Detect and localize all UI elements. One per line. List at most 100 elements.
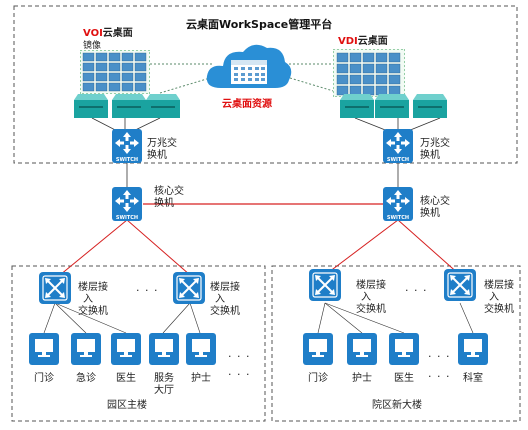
desktop-thumbnail [134,62,147,72]
floor3-l3: 交换机 [356,304,386,315]
floor2-l1: 楼层接 [210,282,240,293]
desktop-thumbnail [108,52,121,62]
desktop-thumbnail [108,72,121,82]
desktop-thumbnail [349,63,362,74]
floor4-l2: 入 [489,292,499,303]
teng-label-l1: 万兆交 [147,138,177,149]
terminal-device: 护士 [186,333,218,385]
terminal-device: 护士 [347,333,379,385]
floor-switch-label-3: 楼层接 入 交换机 [356,280,386,316]
voi-line2: 镜像 [83,41,102,51]
core-label-l2: 换机 [154,198,174,209]
desktop-thumbnail [134,82,147,92]
core-switch-label-right: 核心交 换机 [420,196,450,220]
ellipsis-floor-right: · · · [405,284,428,297]
ellipsis-floor-left: · · · [136,284,159,297]
desktop-computer-icon [389,333,419,365]
core-label-r1: 核心交 [420,196,450,207]
terminal-device: 科室 [458,333,490,385]
desktop-thumbnail [336,52,349,63]
desktop-thumbnail [134,52,147,62]
desktop-thumbnail [375,74,388,85]
server-icon [146,94,180,118]
desktop-thumbnail [121,62,134,72]
teng-label-r2: 换机 [420,150,440,161]
floor-switch-icon [173,272,205,304]
teng-switch-left-icon: SWITCH [112,129,142,163]
left-building-border [11,265,266,422]
cloud-resource-label: 云桌面资源 [222,99,272,110]
terminal-label: 护士 [191,373,211,384]
terminal-label: 护士 [352,373,372,384]
vdi-prefix: VDI [338,36,358,47]
floor3-l1: 楼层接 [356,280,386,291]
desktop-thumbnail [336,85,349,96]
terminal-device: 门诊 [29,333,61,385]
teng-label-r1: 万兆交 [420,138,450,149]
teng-switch-label-right: 万兆交 换机 [420,138,450,162]
desktop-thumbnail [388,63,401,74]
floor2-l2: 入 [215,294,225,305]
desktop-thumbnail [134,72,147,82]
right-building-border [271,265,521,422]
left-building-name: 园区主楼 [107,400,147,411]
terminal-device: 急诊 [71,333,103,385]
desktop-thumbnail [95,82,108,92]
ellipsis-term-left-1: · · · [228,350,251,363]
teng-label-l2: 换机 [147,150,167,161]
floor-switch-icon [309,269,341,301]
terminal-label: 服务 大厅 [154,373,174,396]
vdi-label: VDI云桌面 [338,36,388,48]
server-icon [112,94,146,118]
voi-suffix: 云桌面 [102,28,133,39]
desktop-computer-icon [458,333,488,365]
terminal-label: 医生 [394,373,414,384]
desktop-computer-icon [347,333,377,365]
right-building-name: 院区新大楼 [372,400,422,411]
desktop-thumbnail [121,82,134,92]
floor-switch-label-1: 楼层接 入 交换机 [78,282,108,318]
desktop-computer-icon [303,333,333,365]
svg-text:SWITCH: SWITCH [116,215,138,221]
terminal-label: 科室 [463,373,483,384]
core-label-l1: 核心交 [154,186,184,197]
terminal-device: 医生 [111,333,143,385]
floor2-l3: 交换机 [210,306,240,317]
server-icon [74,94,108,118]
desktop-thumbnail [82,62,95,72]
vdi-suffix: 云桌面 [357,36,388,47]
terminal-device: 门诊 [303,333,335,385]
desktop-thumbnail [349,52,362,63]
desktop-thumbnail [95,72,108,82]
floor4-l1: 楼层接 [484,280,514,291]
floor4-l3: 交换机 [484,304,514,315]
desktop-thumbnail [95,52,108,62]
vdi-desktop-grid-icon [333,49,405,97]
desktop-thumbnail [108,82,121,92]
desktop-thumbnail [336,63,349,74]
floor-switch-icon [444,269,476,301]
desktop-computer-icon [71,333,101,365]
cloud-zone-border [13,5,518,164]
core-switch-label-left: 核心交 换机 [154,186,184,210]
desktop-thumbnail [121,72,134,82]
desktop-computer-icon [149,333,179,365]
floor-switch-label-4: 楼层接 入 交换机 [484,280,514,316]
floor1-l2: 入 [83,294,93,305]
floor-switch-label-2: 楼层接 入 交换机 [210,282,240,318]
ellipsis-term-left-2: · · · [228,368,251,381]
desktop-computer-icon [29,333,59,365]
svg-text:SWITCH: SWITCH [116,157,138,163]
server-icon [413,94,447,118]
core-switch-right-icon: SWITCH [383,187,413,221]
desktop-thumbnail [362,52,375,63]
desktop-thumbnail [362,63,375,74]
svg-text:SWITCH: SWITCH [387,157,409,163]
server-icon [375,94,409,118]
terminal-device: 医生 [389,333,421,385]
terminal-label: 门诊 [34,373,54,384]
server-icon [340,94,374,118]
teng-switch-right-icon: SWITCH [383,129,413,163]
floor1-l3: 交换机 [78,306,108,317]
